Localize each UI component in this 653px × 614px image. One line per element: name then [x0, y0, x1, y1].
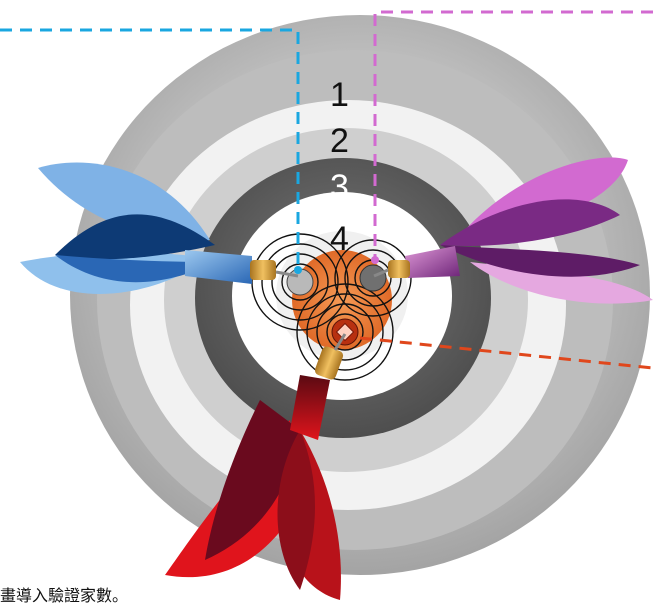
red-dart-icon: [165, 333, 347, 600]
pink-hit-marker: [359, 264, 387, 292]
orange-leader-line: [359, 336, 653, 370]
ring-label-4: 4: [330, 220, 349, 258]
blue-dart-icon: [20, 162, 299, 294]
caption-text: 畫導入驗證家數。: [0, 586, 129, 605]
ring-label-3: 3: [330, 168, 349, 206]
ring-label-1: 1: [330, 76, 349, 114]
pink-leader-line: [373, 10, 653, 258]
purple-dart-icon: [373, 157, 653, 304]
ring-label-2: 2: [330, 122, 349, 160]
